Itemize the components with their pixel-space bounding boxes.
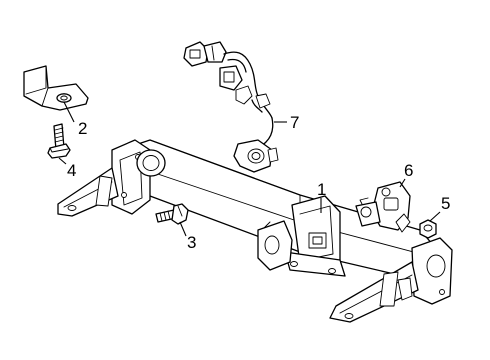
leader-lines xyxy=(58,101,441,237)
callout-3: 3 xyxy=(187,233,196,252)
leader-line-6 xyxy=(399,178,406,188)
bolt-vertical xyxy=(47,123,71,159)
callout-6: 6 xyxy=(404,161,413,180)
mounting-bracket xyxy=(23,65,89,111)
hitch-receiver-assembly xyxy=(57,139,453,323)
callout-4: 4 xyxy=(67,161,76,180)
callout-numbers: 1 2 3 4 5 6 7 xyxy=(67,113,450,252)
wiring-harness xyxy=(183,41,279,173)
leader-line-3 xyxy=(179,221,187,237)
callout-5: 5 xyxy=(441,194,450,213)
leader-line-2 xyxy=(63,101,75,123)
callout-7: 7 xyxy=(290,113,299,132)
callout-1: 1 xyxy=(317,180,326,199)
callout-2: 2 xyxy=(78,119,87,138)
hex-nut xyxy=(419,219,437,239)
bolt-horizontal xyxy=(155,203,189,225)
leader-line-4 xyxy=(58,157,67,165)
trailer-connector xyxy=(355,181,411,233)
leader-line-5 xyxy=(429,211,441,222)
